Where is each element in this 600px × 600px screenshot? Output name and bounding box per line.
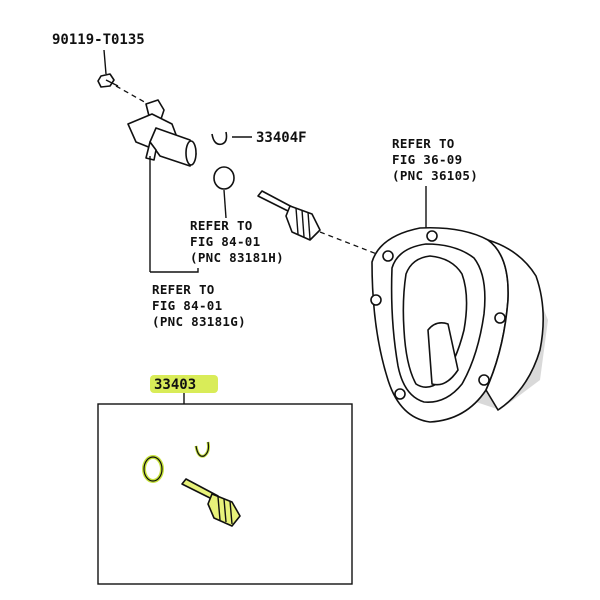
svg-text:FIG 84-01: FIG 84-01 — [152, 298, 222, 313]
gear-dash-line — [319, 231, 383, 257]
svg-text:REFER TO: REFER TO — [190, 218, 253, 233]
kit-part-number[interactable]: 33403 — [154, 377, 196, 393]
svg-text:(PNC 36105): (PNC 36105) — [392, 168, 478, 183]
transmission-housing-part[interactable] — [370, 226, 548, 423]
o-ring-part[interactable] — [213, 166, 235, 190]
svg-text:FIG 84-01: FIG 84-01 — [190, 234, 260, 249]
bolt-part[interactable] — [97, 73, 119, 88]
kit-box — [97, 403, 353, 585]
bolt-dash-line — [115, 85, 149, 105]
housing-reference[interactable]: REFER TO FIG 36-09 (PNC 36105) — [392, 136, 478, 183]
speed-sensor-part[interactable] — [127, 99, 197, 272]
svg-text:(PNC 83181G): (PNC 83181G) — [152, 314, 246, 329]
sensor-reference[interactable]: REFER TO FIG 84-01 (PNC 83181G) — [152, 282, 246, 329]
svg-text:REFER TO: REFER TO — [152, 282, 215, 297]
svg-text:REFER TO: REFER TO — [392, 136, 455, 151]
svg-text:FIG 36-09: FIG 36-09 — [392, 152, 462, 167]
driven-gear-part[interactable] — [257, 190, 321, 241]
bolt-part-number[interactable]: 90119-T0135 — [52, 32, 145, 48]
clip-part-number[interactable]: 33404F — [256, 130, 307, 146]
bolt-leader-line — [103, 49, 107, 75]
svg-text:(PNC 83181H): (PNC 83181H) — [190, 250, 284, 265]
kit-part-number-highlight — [150, 375, 218, 393]
o-ring-leader-line — [223, 189, 227, 219]
kit-gear-part[interactable] — [181, 478, 241, 527]
sensor-ref-leader — [150, 268, 199, 273]
o-ring-reference[interactable]: REFER TO FIG 84-01 (PNC 83181H) — [190, 218, 284, 265]
clip-part[interactable] — [211, 131, 228, 146]
